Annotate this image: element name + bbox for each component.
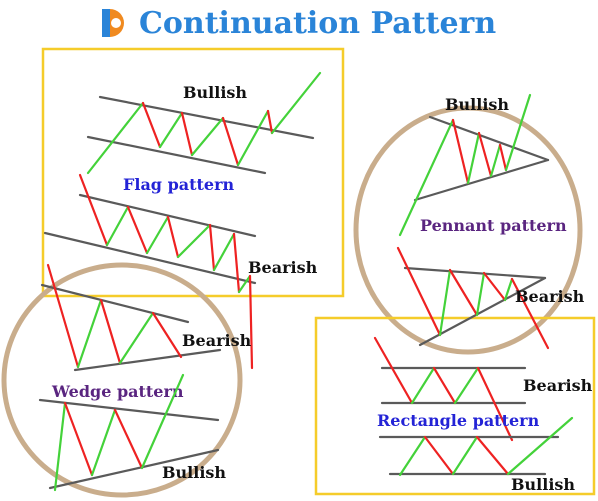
rectangle-bullish-pattern <box>378 416 574 477</box>
down-move <box>63 401 94 477</box>
down-move <box>476 366 514 442</box>
down-move <box>266 109 274 135</box>
up-move <box>140 373 185 470</box>
up-move <box>398 118 455 237</box>
down-move <box>46 263 80 369</box>
down-move <box>423 435 455 476</box>
up-move <box>410 366 436 405</box>
pennant-frame <box>353 105 583 355</box>
wedge-bullish-pattern <box>38 373 220 492</box>
down-move <box>498 143 508 172</box>
down-move <box>477 131 493 178</box>
down-move <box>510 277 550 350</box>
trendline <box>43 231 257 285</box>
up-move <box>453 366 480 405</box>
down-move <box>141 101 162 149</box>
header: Continuation Pattern <box>102 6 496 41</box>
down-move <box>232 232 241 294</box>
down-move <box>99 298 122 365</box>
flag-bearish-label: Bearish <box>248 258 318 277</box>
trendline <box>73 348 222 372</box>
trendline <box>98 95 315 140</box>
down-move <box>451 118 470 185</box>
rectangle-bullish-label: Bullish <box>511 475 575 494</box>
down-move <box>373 336 414 405</box>
flag-pattern-label: Flag pattern <box>123 175 235 194</box>
up-move <box>237 274 252 294</box>
flag-bullish-pattern <box>86 71 322 175</box>
wedge-bullish-label: Bullish <box>162 463 226 482</box>
down-move <box>113 408 144 470</box>
up-move <box>503 277 514 302</box>
flag-bullish-label: Bullish <box>183 83 247 102</box>
wedge-bearish-pattern <box>40 263 222 372</box>
down-move <box>166 215 180 259</box>
rectangle-frame <box>314 316 596 496</box>
rectangle-bearish-pattern <box>373 336 527 442</box>
up-move <box>489 143 502 178</box>
up-move <box>158 111 184 149</box>
trendline <box>48 448 220 490</box>
up-move <box>438 268 452 337</box>
up-move <box>53 401 67 492</box>
rectangle-pattern-label: Rectangle pattern <box>377 411 540 430</box>
up-move <box>270 71 322 135</box>
rectangle-bearish-label: Bearish <box>523 376 593 395</box>
up-move <box>76 298 103 369</box>
down-move <box>475 435 510 476</box>
pennant-bearish-label: Bearish <box>515 287 585 306</box>
trendline <box>403 266 547 280</box>
flag-frame <box>41 47 345 298</box>
up-move <box>105 205 130 247</box>
trendline <box>428 115 550 162</box>
down-move <box>78 173 109 247</box>
trendline <box>78 193 257 238</box>
down-move <box>396 246 442 337</box>
up-move <box>118 311 155 365</box>
trendline <box>86 135 267 175</box>
up-move <box>506 416 574 476</box>
trendline <box>38 398 220 422</box>
up-move <box>466 131 481 185</box>
up-move <box>475 271 486 317</box>
wedge-bearish-label: Bearish <box>182 331 252 350</box>
wedge-frame <box>1 262 243 498</box>
up-move <box>145 215 170 255</box>
trendline <box>413 158 550 202</box>
down-move <box>221 116 240 167</box>
down-move <box>180 111 194 157</box>
down-move <box>208 223 216 272</box>
up-move <box>90 408 117 477</box>
up-move <box>190 116 225 157</box>
up-move <box>451 435 479 476</box>
up-move <box>212 232 236 272</box>
p-logo-icon <box>102 9 124 37</box>
flag-bearish-pattern <box>43 173 257 370</box>
pennant-bearish-pattern <box>396 246 550 350</box>
wedge-pattern-label: Wedge pattern <box>51 382 184 401</box>
up-move <box>86 101 145 175</box>
up-move <box>398 435 427 477</box>
down-move <box>448 268 479 317</box>
down-move <box>151 311 183 359</box>
pennant-bullish-label: Bullish <box>445 95 509 114</box>
down-move <box>482 271 507 302</box>
down-move <box>126 205 149 255</box>
page-title: Continuation Pattern <box>139 6 496 41</box>
pennant-pattern-label: Pennant pattern <box>420 216 567 235</box>
down-move <box>248 274 254 370</box>
up-move <box>236 109 270 167</box>
up-move <box>176 223 212 259</box>
trendline <box>40 283 190 324</box>
down-move <box>432 366 457 405</box>
up-move <box>504 93 532 172</box>
pennant-bullish-pattern <box>398 93 550 237</box>
